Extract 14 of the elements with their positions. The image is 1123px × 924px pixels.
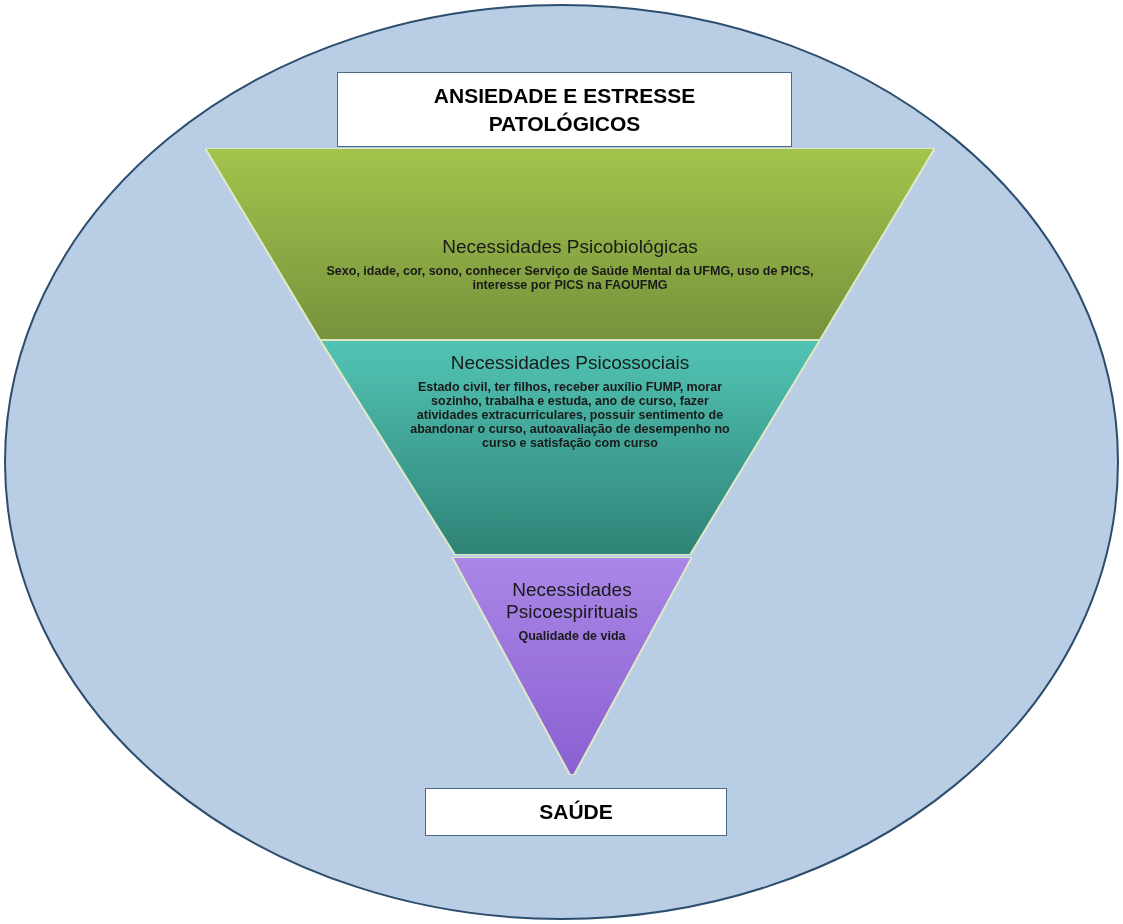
box-label: ANSIEDADE E ESTRESSE PATOLÓGICOS: [432, 83, 697, 137]
tier-heading: Necessidades Psicossociais: [449, 352, 691, 374]
tier-heading: Necessidades Psicobiológicas: [441, 236, 699, 258]
pyramid-tier: [320, 340, 820, 555]
box-label: SAÚDE: [538, 799, 614, 826]
pyramid-tier: [452, 557, 692, 775]
ellipse-background: [3, 3, 1120, 921]
label-box: [425, 788, 727, 836]
tier-description: Sexo, idade, cor, sono, conhecer Serviço de Saúde Mental da UFMG, uso de PICS, interesse por PICS na FAOUFMG: [325, 264, 815, 292]
pyramid-tier: [205, 148, 935, 340]
tier-description: Qualidade de vida: [517, 629, 627, 643]
tier-description: Estado civil, ter filhos, receber auxílio FUMP, morar sozinho, trabalha e estuda, ano de curso, fazer atividades extracurriculares, possuir sentimento de abandonar o curso, autoavaliação de desempenho no curso e satisfação com curso: [409, 380, 731, 450]
tier-heading: Necessidades Psicoespirituais: [505, 579, 639, 623]
title-box: [337, 72, 792, 147]
